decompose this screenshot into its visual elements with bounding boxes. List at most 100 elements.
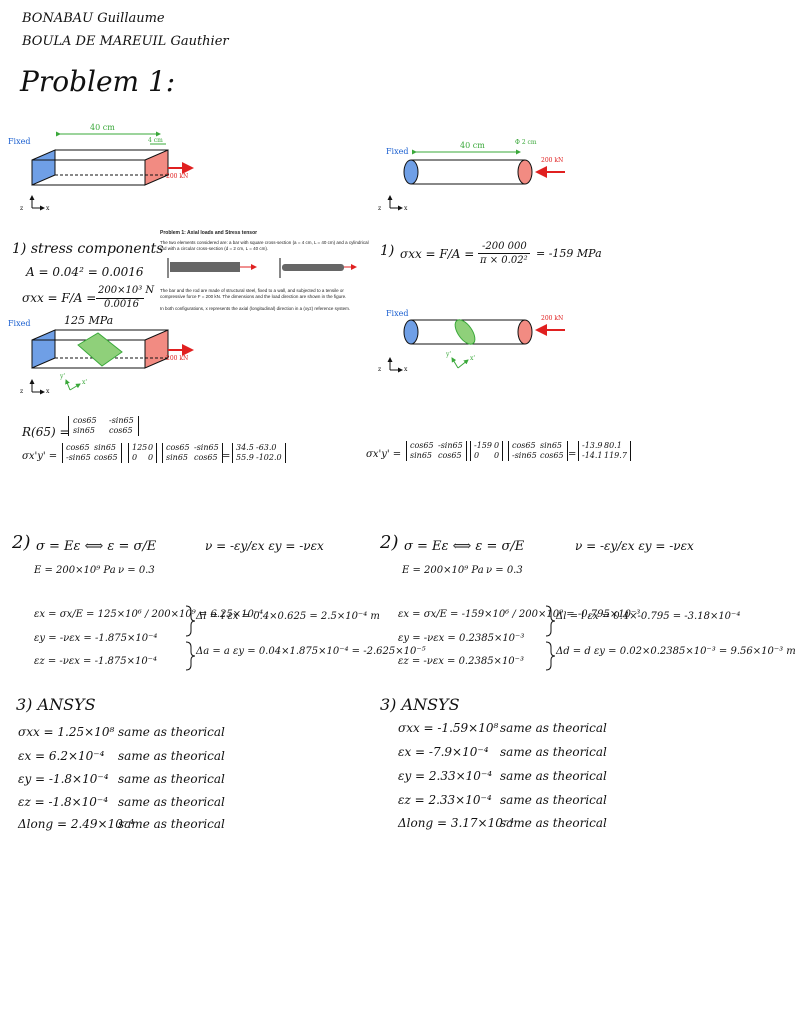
left-area: A = 0.04² = 0.0016	[26, 265, 144, 279]
right-E: E = 200×10⁹ Pa	[402, 565, 484, 576]
fixed-label-2: Fixed	[386, 147, 409, 156]
axis-z-3: z	[20, 388, 24, 395]
right-ey: εy = -νεx = 0.2385×10⁻³	[398, 633, 525, 644]
length-label-2: 40 cm	[460, 141, 485, 150]
left-ansys-note-4: same as theorical	[118, 817, 225, 831]
left-nu: ν = 0.3	[118, 565, 155, 576]
right-s1-heading: 1)	[380, 243, 395, 259]
left-sigma-num: 200×10³ N	[98, 285, 155, 296]
axis-z-1: z	[20, 205, 24, 212]
brace-right-1	[545, 605, 556, 637]
figures-layer	[29, 131, 565, 671]
author-1: BONABAU Guillaume	[22, 11, 165, 26]
right-sigma-lhs: σxx = F/A =	[400, 247, 475, 261]
right-frac-bar	[478, 253, 530, 254]
left-s1-heading: 1) stress components	[12, 241, 164, 257]
left-sigma-den: 0.0016	[104, 299, 139, 310]
right-dd: Δd = d εy = 0.02×0.2385×10⁻³ = 9.56×10⁻³…	[556, 646, 796, 657]
right-ansys-0: σxx = -1.59×10⁸	[398, 721, 499, 735]
right-t-eq: =	[568, 449, 577, 460]
right-dl: Δl = l εx = 0.4×-0.795 = -3.18×10⁻⁴	[556, 611, 741, 622]
left-E: E = 200×10⁹ Pa	[34, 565, 116, 576]
rot-x-label-1: x'	[82, 379, 88, 386]
square-bar-section-figure	[29, 329, 194, 395]
right-ansys-1: εx = -7.9×10⁻⁴	[398, 745, 489, 759]
left-ex: εx = σx/E = 125×10⁶ / 200×10⁹ = 6.25×10⁻…	[34, 609, 264, 620]
cylinder-figure	[387, 149, 565, 211]
axis-x-4: x	[404, 366, 408, 373]
left-t-lhs: σx'y' =	[22, 451, 58, 462]
right-poisson: ν = -εy/εx εy = -νεx	[575, 539, 694, 553]
right-s3-heading: 3) ANSYS	[380, 695, 460, 714]
right-t-lhs: σx'y' =	[366, 449, 402, 460]
excerpt-title: Problem 1: Axial loads and Stress tensor	[160, 230, 258, 236]
left-t-eq: =	[222, 451, 231, 462]
excerpt-para-1: The two elements considered are: a bar w…	[160, 240, 369, 252]
left-dl: Δl = l εx = 0.4×0.625 = 2.5×10⁻⁴ m	[196, 611, 380, 622]
axis-x-2: x	[404, 205, 408, 212]
fixed-label-4: Fixed	[386, 309, 409, 318]
diameter-label: Φ 2 cm	[515, 139, 537, 146]
left-ansys-note-2: same as theorical	[118, 772, 225, 786]
rot-y-label-1: y'	[60, 373, 66, 380]
axis-x-1: x	[46, 205, 50, 212]
right-ansys-note-3: same as theorical	[500, 793, 607, 807]
force-label-2: 200 kN	[541, 157, 564, 164]
force-label-3: 200 kN	[166, 355, 189, 362]
brace-left-2	[185, 641, 196, 671]
right-sigma-result: = -159 MPa	[536, 247, 602, 260]
left-poisson: ν = -εy/εx εy = -νεx	[205, 539, 324, 553]
left-ez: εz = -νεx = -1.875×10⁻⁴	[34, 656, 157, 667]
right-sigma-num: -200 000	[482, 241, 527, 252]
rot-y-label-2: y'	[446, 351, 452, 358]
left-sigma-lhs: σxx = F/A =	[22, 291, 97, 305]
axis-z-2: z	[378, 205, 382, 212]
right-ansys-3: εz = 2.33×10⁻⁴	[398, 793, 492, 807]
right-ansys-note-0: same as theorical	[500, 721, 607, 735]
right-ansys-note-1: same as theorical	[500, 745, 607, 759]
right-ansys-note-2: same as theorical	[500, 769, 607, 783]
excerpt-figures	[167, 258, 357, 278]
left-t-result: 34.5-63.0 55.9-102.0	[232, 443, 286, 463]
right-ez: εz = -νεx = 0.2385×10⁻³	[398, 656, 524, 667]
brace-left-1	[185, 605, 196, 637]
right-hooke: σ = Eε ⟺ ε = σ/E	[404, 539, 525, 554]
left-ansys-3: εz = -1.8×10⁻⁴	[18, 795, 109, 809]
left-ansys-2: εy = -1.8×10⁻⁴	[18, 772, 109, 786]
right-s2-heading: 2)	[380, 532, 399, 553]
left-s3-heading: 3) ANSYS	[16, 695, 96, 714]
right-ex: εx = σx/E = -159×10⁶ / 200×10⁹ = -0.795×…	[398, 609, 641, 620]
left-ansys-1: εx = 6.2×10⁻⁴	[18, 749, 105, 763]
left-ansys-note-0: same as theorical	[118, 725, 225, 739]
left-ansys-0: σxx = 1.25×10⁸	[18, 725, 115, 739]
right-t-result: -13.980.1 -14.1119.7	[578, 441, 631, 461]
axis-x-3: x	[46, 388, 50, 395]
right-ansys-2: εy = 2.33×10⁻⁴	[398, 769, 493, 783]
left-hooke: σ = Eε ⟺ ε = σ/E	[36, 539, 157, 554]
cylinder-section-figure	[387, 319, 565, 373]
side-label-1: 4 cm	[148, 137, 163, 144]
right-ansys-note-4: same as theorical	[500, 816, 607, 830]
left-ansys-4: Δlong = 2.49×10⁻⁴	[18, 817, 135, 831]
force-label-4: 200 kN	[541, 315, 564, 322]
left-da: Δa = a εy = 0.04×1.875×10⁻⁴ = -2.625×10⁻…	[196, 646, 426, 657]
square-bar-figure	[29, 131, 194, 211]
force-label-1: 200 kN	[166, 173, 189, 180]
left-ansys-note-1: same as theorical	[118, 749, 225, 763]
left-R-lhs: R(65) =	[22, 425, 70, 439]
excerpt-para-2: The bar and the rod are made of structur…	[160, 288, 347, 300]
fixed-label-1: Fixed	[8, 137, 31, 146]
fixed-label-3: Fixed	[8, 319, 31, 328]
right-ansys-4: Δlong = 3.17×10⁻⁴	[398, 816, 515, 830]
right-sigma-den: π × 0.02²	[480, 255, 528, 266]
page-title: Problem 1:	[20, 65, 176, 98]
excerpt-para-3: In both configurations, x represents the…	[160, 306, 351, 311]
right-nu: ν = 0.3	[486, 565, 523, 576]
axis-z-4: z	[378, 366, 382, 373]
